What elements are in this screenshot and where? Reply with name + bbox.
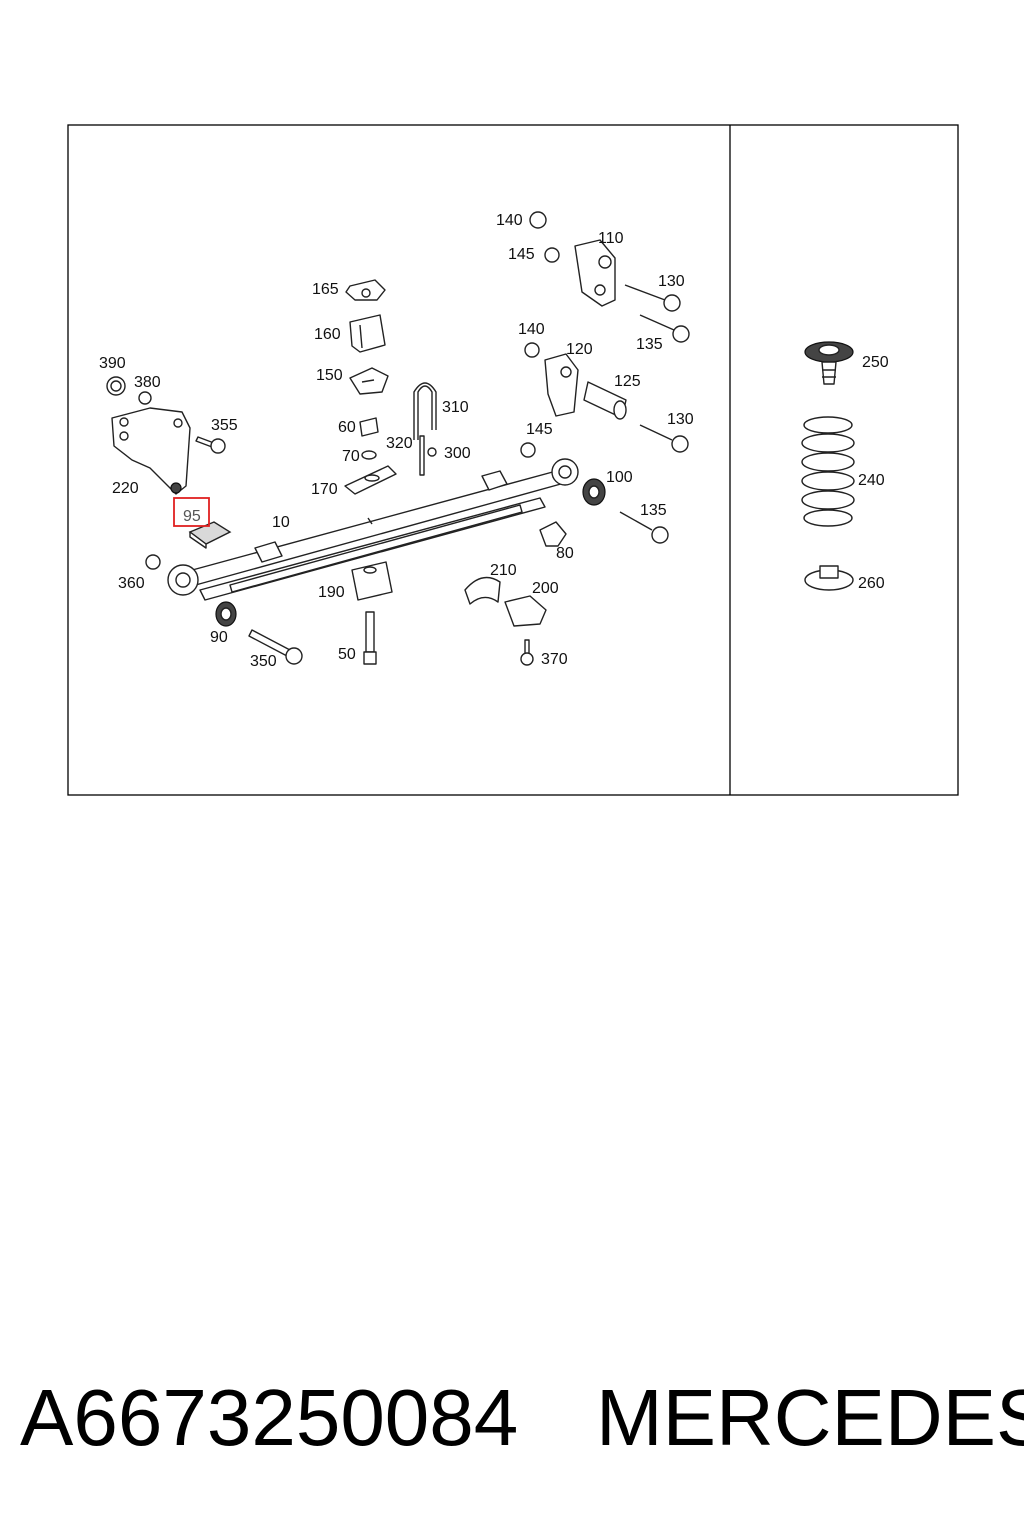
- callout-145-top: 145: [508, 246, 535, 263]
- callout-145-mid: 145: [526, 421, 553, 438]
- callout-210: 210: [490, 562, 517, 579]
- part-350-bolt: [248, 629, 303, 665]
- part-80-stop: [539, 521, 567, 547]
- callout-labels: 10 50 60 70 80 90 100 110 120 125 130 13…: [99, 212, 889, 670]
- callout-200: 200: [532, 580, 559, 597]
- callout-10: 10: [272, 514, 290, 531]
- callout-120: 120: [566, 341, 593, 358]
- callout-320: 320: [386, 435, 413, 452]
- callout-160: 160: [314, 326, 341, 343]
- callout-350: 350: [250, 653, 277, 670]
- callout-140-top: 140: [496, 212, 523, 229]
- callout-135-mid: 135: [640, 502, 667, 519]
- callout-170: 170: [311, 481, 338, 498]
- part-100-bushing: [582, 478, 606, 506]
- part-250-top-mount: [804, 341, 854, 385]
- part-355-bolt: [195, 436, 226, 454]
- callout-50: 50: [338, 646, 356, 663]
- callout-100: 100: [606, 469, 633, 486]
- part-135-bolt-mid: [619, 511, 669, 544]
- part-50-bolt: [363, 611, 377, 665]
- part-130-bolt-top: [624, 284, 681, 312]
- part-190-spacer: [351, 561, 393, 601]
- callout-250: 250: [862, 354, 889, 371]
- part-95-pad: [188, 521, 232, 549]
- part-320-pin: [419, 435, 425, 476]
- callout-370: 370: [541, 651, 568, 668]
- callout-240: 240: [858, 472, 885, 489]
- callout-310: 310: [442, 399, 469, 416]
- callout-60: 60: [338, 419, 356, 436]
- callout-140-mid: 140: [518, 321, 545, 338]
- part-90-bushing: [215, 601, 237, 627]
- diagram-frame: [67, 124, 959, 796]
- part-110-shackle: [574, 239, 616, 307]
- parts-diagram: 10 50 60 70 80 90 100 110 120 125 130 13…: [67, 124, 959, 796]
- leaf-spring: [167, 458, 579, 601]
- part-60-nut: [359, 417, 379, 437]
- callout-300: 300: [444, 445, 471, 462]
- part-220-bracket: [111, 407, 191, 495]
- callout-380: 380: [134, 374, 161, 391]
- part-145-washer-mid: [520, 442, 536, 458]
- callout-110: 110: [598, 230, 624, 247]
- callout-70: 70: [342, 448, 360, 465]
- callout-355: 355: [211, 417, 238, 434]
- part-380-washer: [138, 391, 152, 405]
- part-310-ubolt: [413, 382, 437, 440]
- part-210-bracket: [464, 576, 501, 605]
- part-140-washer-mid: [524, 342, 540, 358]
- callout-165: 165: [312, 281, 339, 298]
- callout-125: 125: [614, 373, 641, 390]
- callout-130-mid: 130: [667, 411, 694, 428]
- part-360-washer: [145, 554, 161, 570]
- part-370-bolt: [520, 639, 534, 666]
- callout-220: 220: [112, 480, 139, 497]
- part-120-hanger: [544, 353, 579, 417]
- caption-bar: A6673250084 MERCEDES: [0, 1372, 1024, 1472]
- part-200-bumper: [504, 595, 547, 627]
- part-70-washer: [361, 450, 377, 460]
- callout-390: 390: [99, 355, 126, 372]
- part-260-lower-seat: [804, 565, 854, 591]
- callout-135-top: 135: [636, 336, 663, 353]
- part-145-washer-top: [544, 247, 560, 263]
- callout-150: 150: [316, 367, 343, 384]
- callout-130-top: 130: [658, 273, 685, 290]
- part-240-coil-spring: [801, 416, 855, 527]
- highlight-box: [173, 497, 210, 527]
- part-number: A6673250084: [20, 1373, 519, 1462]
- callout-260: 260: [858, 575, 885, 592]
- callout-90: 90: [210, 629, 228, 646]
- part-130-bolt-mid: [639, 424, 689, 453]
- part-135-bolt-top: [639, 314, 690, 343]
- callout-190: 190: [318, 584, 345, 601]
- part-160-block: [349, 314, 386, 353]
- brand-name: MERCEDES: [596, 1373, 1024, 1462]
- callout-80: 80: [556, 545, 574, 562]
- part-125-shackle-pin: [583, 381, 627, 420]
- callout-95: 95: [183, 508, 201, 525]
- part-300-nut: [427, 447, 437, 457]
- callout-360: 360: [118, 575, 145, 592]
- part-140-washer-top: [529, 211, 547, 229]
